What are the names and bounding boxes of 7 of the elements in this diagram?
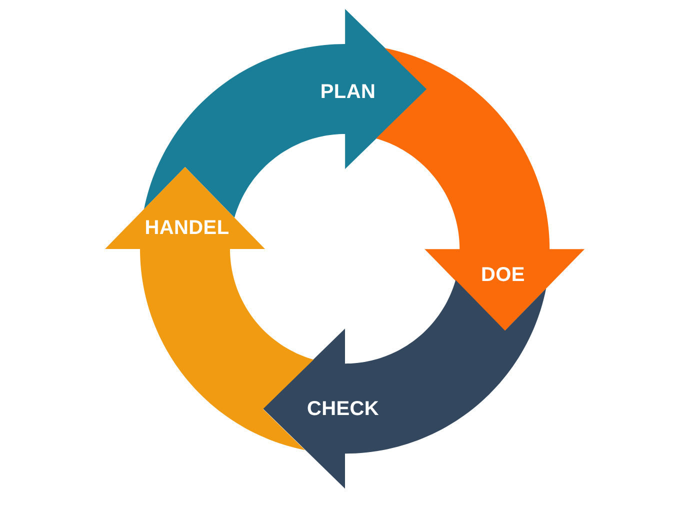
cycle-segment: [376, 48, 585, 331]
cycle-segment: [263, 280, 546, 489]
step-label: DOE: [481, 264, 525, 286]
step-label: PLAN: [320, 81, 376, 103]
cycle-segment: [144, 9, 427, 218]
step-label: HANDEL: [144, 217, 230, 239]
step-label: CHECK: [306, 398, 380, 420]
